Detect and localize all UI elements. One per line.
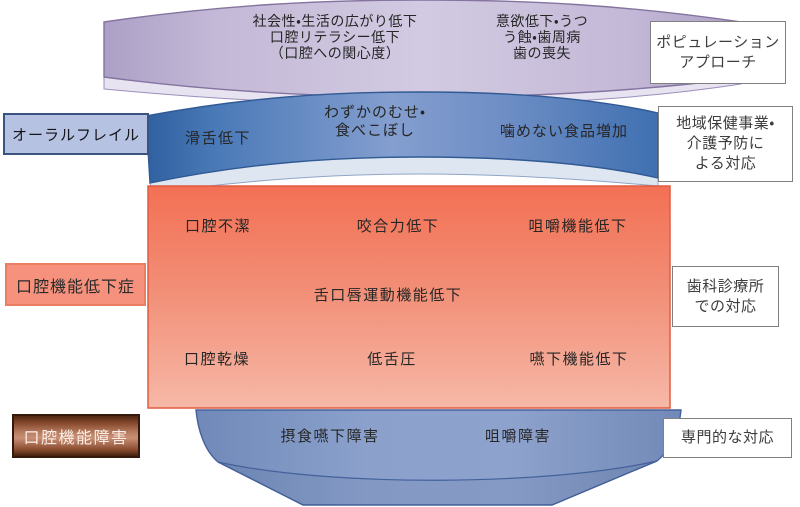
note-community-health-line: よる対応 [694,155,757,172]
population-band-shape [103,0,742,98]
population-left-text: 社会性・生活の広がり低下 口腔リテラシー低下 （口腔への関心度） [253,13,418,61]
note-specialized-care-line: 専門的な対応 [680,429,774,446]
item-masticatory-decline: 咀嚼機能低下 [528,218,628,235]
stage-label-oral-dysfunction: 口腔機能障害 [12,414,140,458]
population-right-line: う蝕・歯周病 [503,29,581,45]
note-dental-clinic-line: 歯科診療所 [686,277,765,295]
item-slight-choking-line: わずかのむせ・ [323,104,427,121]
note-community-health: 地域保健事業・ 介護予防に よる対応 [658,106,793,182]
item-tongue-lip-motor-decline: 舌口唇運動機能低下 [313,287,463,304]
item-eating-swallowing-disorder: 摂食嚥下障害 [280,428,380,445]
item-slight-choking: わずかのむせ・ 食べこぼし [324,104,426,140]
oral-hypofunction-panel [147,185,671,409]
population-left-line: 社会性・生活の広がり低下 [252,13,418,29]
note-community-health-line: 介護予防に [686,135,765,152]
population-right-line: 歯の喪失 [512,45,571,61]
note-dental-clinic: 歯科診療所 での対応 [672,266,779,327]
stage-label-oral-hypofunction: 口腔機能低下症 [5,263,146,306]
population-right-text: 意欲低下・うつ う蝕・歯周病 歯の喪失 [496,13,588,61]
population-left-line: 口腔リテラシー低下 [269,29,401,45]
item-bite-force-decline: 咬合力低下 [356,218,440,235]
note-population-approach-line: ポピュレーション [656,33,780,51]
population-right-line: 意欲低下・うつ [495,13,589,29]
item-slight-choking-line: 食べこぼし [334,122,416,139]
item-oral-dryness: 口腔乾燥 [183,351,251,368]
item-low-tongue-pressure: 低舌圧 [367,351,417,368]
note-dental-clinic-line: での対応 [694,297,757,315]
note-community-health-line: 地域保健事業・ [676,115,775,132]
item-poor-articulation: 滑舌低下 [184,130,252,147]
item-unchewable-foods: 噛めない食品増加 [499,123,629,140]
note-population-approach-line: アプローチ [679,53,757,71]
funnel-rim-line [217,460,658,481]
funnel-spout-shade [218,461,657,505]
note-specialized-care: 専門的な対応 [663,418,792,458]
item-swallowing-decline: 嚥下機能低下 [529,351,629,368]
population-left-line: （口腔への関心度） [269,45,401,61]
stage-label-oral-frailty: オーラルフレイル [3,113,149,155]
item-oral-uncleanliness: 口腔不潔 [184,218,252,235]
item-mastication-disorder: 咀嚼障害 [484,428,552,445]
note-population-approach: ポピュレーション アプローチ [650,21,786,84]
